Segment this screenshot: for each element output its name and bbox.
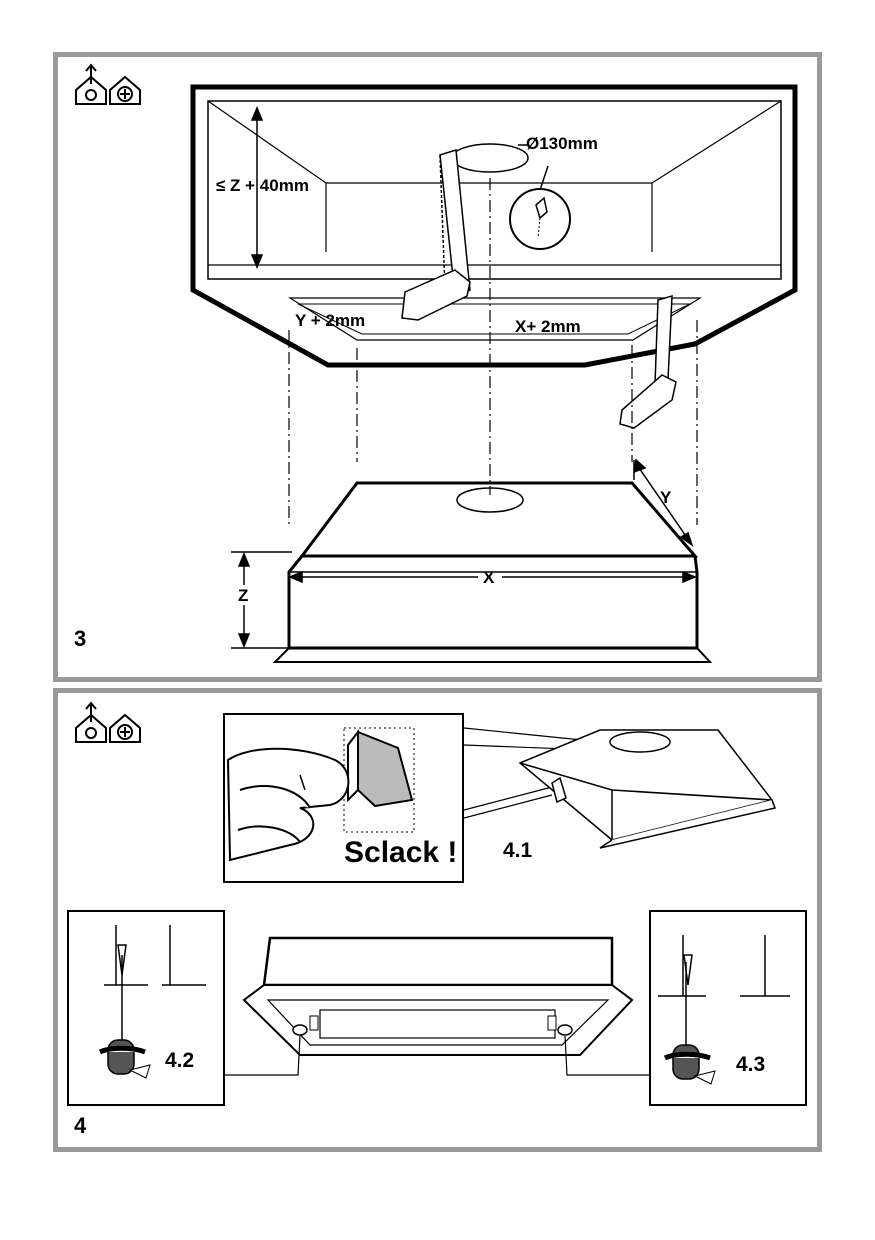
ducted-extraction-icon — [75, 63, 107, 105]
recirculation-icon — [109, 713, 141, 743]
sclack-label: Sclack ! — [344, 836, 458, 869]
figure-number-4: 4 — [74, 1113, 87, 1138]
figure-number-3: 3 — [74, 626, 87, 651]
width-dimension — [288, 570, 697, 584]
z-label: Z — [238, 586, 249, 605]
cable-detail-circle — [509, 165, 571, 250]
recirculation-icon — [109, 75, 141, 105]
cooker-hood — [272, 481, 713, 663]
height-label: ≤ Z + 40mm — [216, 176, 309, 195]
hand-pressing-clip — [226, 727, 415, 862]
step-label-4-2: 4.2 — [165, 1049, 195, 1072]
depth-cut-label: Y + 2mm — [295, 311, 366, 330]
alignment-guides — [288, 178, 698, 525]
inset-screw-left — [67, 910, 225, 1106]
ducted-extraction-icon — [75, 701, 107, 743]
depth-label: Y — [660, 488, 672, 507]
duct-diameter-label: Ø130mm — [526, 134, 598, 153]
screwdriver-left — [98, 925, 206, 1079]
wall-cabinet — [190, 84, 798, 368]
hood-bottom-view — [242, 936, 634, 1056]
width-cut-label: X+ 2mm — [515, 317, 581, 336]
step-label-4-3: 4.3 — [736, 1053, 766, 1076]
step-label-4-1: 4.1 — [503, 839, 533, 862]
width-label: X — [483, 568, 495, 587]
z-dimension — [231, 551, 292, 649]
height-dimension — [250, 106, 264, 269]
depth-dimension — [633, 458, 694, 547]
callout-lines-4-2-4-3 — [225, 1035, 649, 1076]
hood-small-view — [518, 729, 777, 849]
saw-tool-left — [401, 149, 471, 321]
screwdriver-right — [658, 935, 790, 1085]
saw-tool-right — [619, 294, 677, 429]
